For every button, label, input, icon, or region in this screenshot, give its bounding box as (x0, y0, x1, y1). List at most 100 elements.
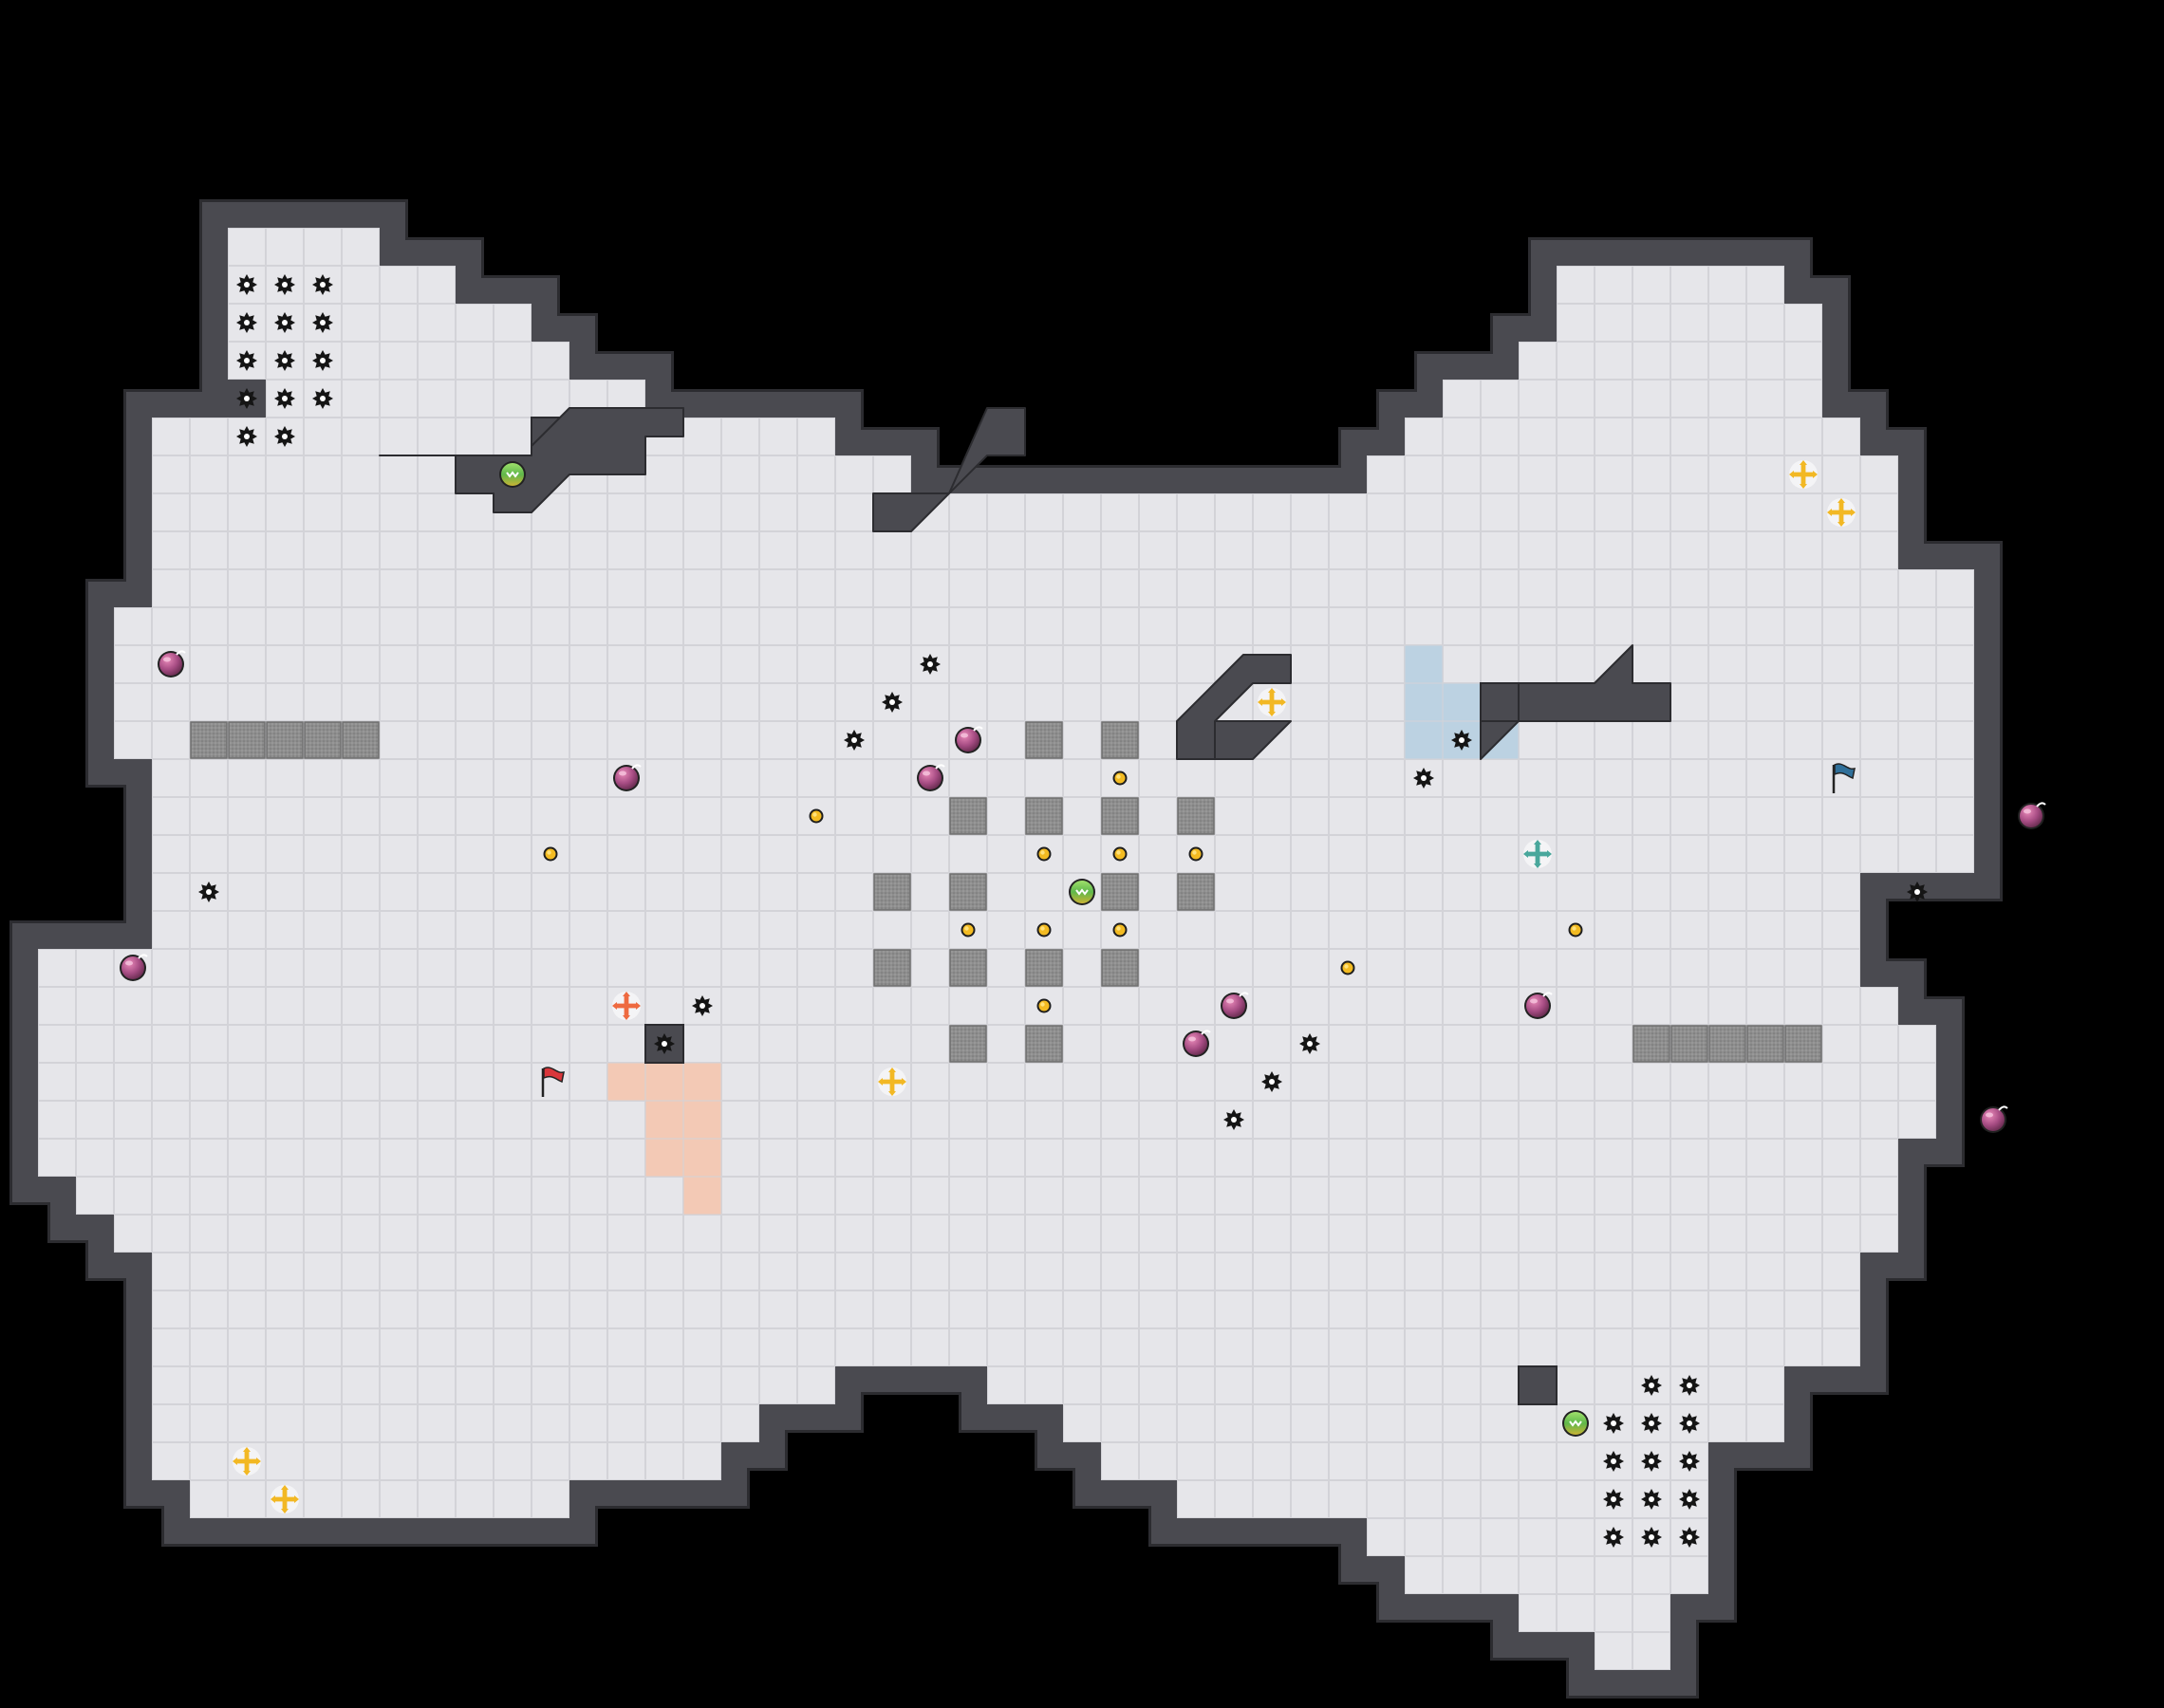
floor-tile (342, 380, 380, 418)
floor-tile (152, 1177, 190, 1215)
floor-tile (190, 1366, 228, 1404)
floor-tile (228, 1290, 266, 1328)
floor-tile (1860, 455, 1898, 493)
floor-tile (1784, 797, 1822, 835)
floor-tile (607, 607, 645, 645)
floor-tile (1101, 569, 1139, 607)
floor-tile (1063, 607, 1101, 645)
red-team-flag-icon (541, 1067, 565, 1097)
floor-tile (418, 911, 456, 949)
floor-tile (987, 797, 1025, 835)
floor-tile (494, 380, 532, 418)
saw-blade-icon (312, 274, 333, 295)
floor-tile (759, 949, 797, 987)
floor-tile (569, 493, 607, 531)
floor-tile (1557, 1366, 1595, 1404)
coin-icon (961, 922, 976, 938)
floor-tile (1557, 759, 1595, 797)
floor-tile (759, 911, 797, 949)
floor-tile (266, 1404, 304, 1442)
floor-tile (1822, 569, 1860, 607)
floor-tile (1253, 1290, 1291, 1328)
saw-blade-icon (654, 1033, 675, 1054)
floor-tile (1481, 1253, 1519, 1290)
floor-tile (987, 569, 1025, 607)
stone-block (1632, 1025, 1670, 1063)
floor-tile (1595, 607, 1632, 645)
floor-tile (342, 304, 380, 342)
floor-tile (1139, 835, 1177, 873)
floor-tile (1670, 342, 1708, 380)
floor-tile (1557, 531, 1595, 569)
floor-tile (987, 1139, 1025, 1177)
floor-tile (266, 1442, 304, 1480)
saw-blade-icon (1603, 1413, 1624, 1434)
floor-tile (683, 607, 721, 645)
floor-tile (1177, 1442, 1215, 1480)
floor-tile (532, 759, 569, 797)
floor-tile (1101, 1063, 1139, 1101)
floor-tile (1519, 645, 1557, 683)
floor-tile (645, 1215, 683, 1253)
floor-tile (683, 531, 721, 569)
coin-icon (1112, 922, 1128, 938)
floor-tile (266, 228, 304, 266)
floor-tile (1557, 380, 1595, 418)
floor-tile (987, 1366, 1025, 1404)
floor-tile (987, 987, 1025, 1025)
floor-tile (1595, 1328, 1632, 1366)
floor-tile (456, 380, 494, 418)
floor-tile (1063, 645, 1101, 683)
floor-tile (569, 911, 607, 949)
floor-tile (228, 645, 266, 683)
floor-tile (873, 721, 911, 759)
floor-tile (380, 455, 418, 493)
floor-tile (456, 1177, 494, 1215)
floor-tile (1936, 569, 1974, 607)
floor-tile (569, 1025, 607, 1063)
floor-tile (228, 1480, 266, 1518)
floor-tile (1215, 493, 1253, 531)
saw-blade-icon (236, 350, 257, 371)
floor-tile (1708, 455, 1746, 493)
floor-tile (721, 1101, 759, 1139)
floor-tile (1519, 1025, 1557, 1063)
floor-tile (1784, 911, 1822, 949)
floor-tile (1860, 645, 1898, 683)
floor-tile (1177, 1290, 1215, 1328)
floor-tile (1822, 1215, 1860, 1253)
floor-tile (569, 1215, 607, 1253)
saw-blade-icon (236, 312, 257, 333)
floor-tile (304, 493, 342, 531)
floor-tile (1632, 1328, 1670, 1366)
floor-tile (1632, 911, 1670, 949)
floor-tile (152, 949, 190, 987)
floor-tile (342, 873, 380, 911)
floor-tile (1746, 304, 1784, 342)
floor-tile (645, 987, 683, 1025)
floor-tile (1405, 1025, 1443, 1063)
stone-block (1101, 949, 1139, 987)
floor-tile (266, 531, 304, 569)
floor-tile (266, 380, 304, 418)
floor-tile (38, 1025, 76, 1063)
floor-tile (494, 1139, 532, 1177)
floor-tile (873, 645, 911, 683)
floor-tile (721, 1025, 759, 1063)
floor-tile (418, 1404, 456, 1442)
floor-tile (1632, 1632, 1670, 1670)
floor-tile (342, 1290, 380, 1328)
floor-tile (418, 1480, 456, 1518)
floor-tile (1519, 607, 1557, 645)
floor-tile (1139, 987, 1177, 1025)
stone-block (190, 721, 228, 759)
floor-tile (1443, 1518, 1481, 1556)
floor-tile (1063, 949, 1101, 987)
floor-tile (1746, 1063, 1784, 1101)
floor-tile (797, 1101, 835, 1139)
floor-tile (532, 1025, 569, 1063)
floor-tile (911, 949, 949, 987)
floor-tile (532, 1215, 569, 1253)
floor-tile (645, 1442, 683, 1480)
floor-tile (1329, 1101, 1367, 1139)
